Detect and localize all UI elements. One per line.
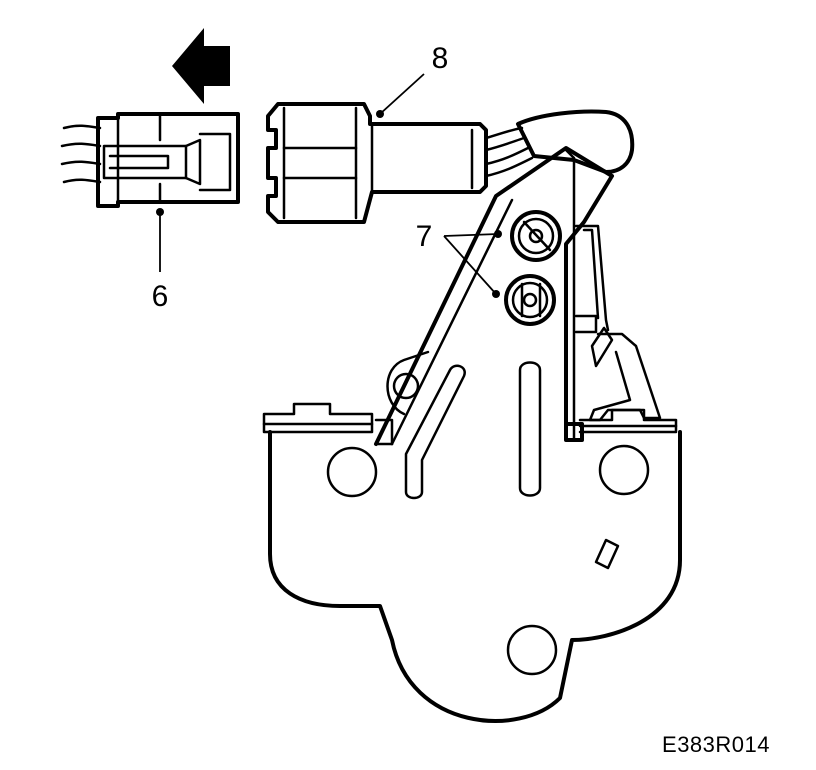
leader-8: [379, 73, 425, 115]
pivot-boss: [386, 350, 430, 416]
plate-slot: [594, 538, 620, 570]
callout-7: 7: [416, 220, 433, 253]
arrow-left-icon: [172, 28, 230, 104]
callout-6: 6: [152, 280, 169, 313]
plug-wire: [62, 124, 102, 130]
leader-7-upper: [443, 233, 499, 237]
socket-body: [266, 102, 488, 224]
socket-wire: [484, 146, 530, 166]
leader-7-lower: [443, 235, 497, 295]
callout-8: 8: [432, 42, 449, 75]
cable-sleeve: [516, 109, 635, 174]
latch-lever: [588, 332, 662, 422]
plug-latch: [102, 144, 188, 180]
plug-wire: [60, 160, 102, 166]
mounting-screw-upper: [510, 210, 562, 262]
plate-hole-bottom: [506, 624, 558, 676]
socket-wire: [484, 126, 524, 140]
mounting-screw-lower: [504, 274, 556, 326]
plug-wire: [60, 142, 102, 148]
plate-hole-left: [326, 446, 378, 498]
arm-slot-angled: [404, 364, 466, 500]
lock-bracket: [262, 146, 682, 723]
socket-wire: [484, 136, 526, 152]
plug-wire: [62, 178, 102, 184]
latch-spring: [574, 224, 610, 332]
figure-code: E383R014: [662, 732, 770, 757]
plate-hole-right: [598, 444, 650, 496]
callout-leaders: [156, 73, 502, 298]
base-plate: [268, 430, 682, 723]
plug-body: [96, 112, 240, 208]
arm-slot-vertical: [518, 361, 542, 497]
connector-socket: [266, 102, 635, 224]
socket-wire: [484, 156, 534, 178]
connector-plug: [60, 112, 240, 208]
plate-flange: [262, 402, 374, 434]
